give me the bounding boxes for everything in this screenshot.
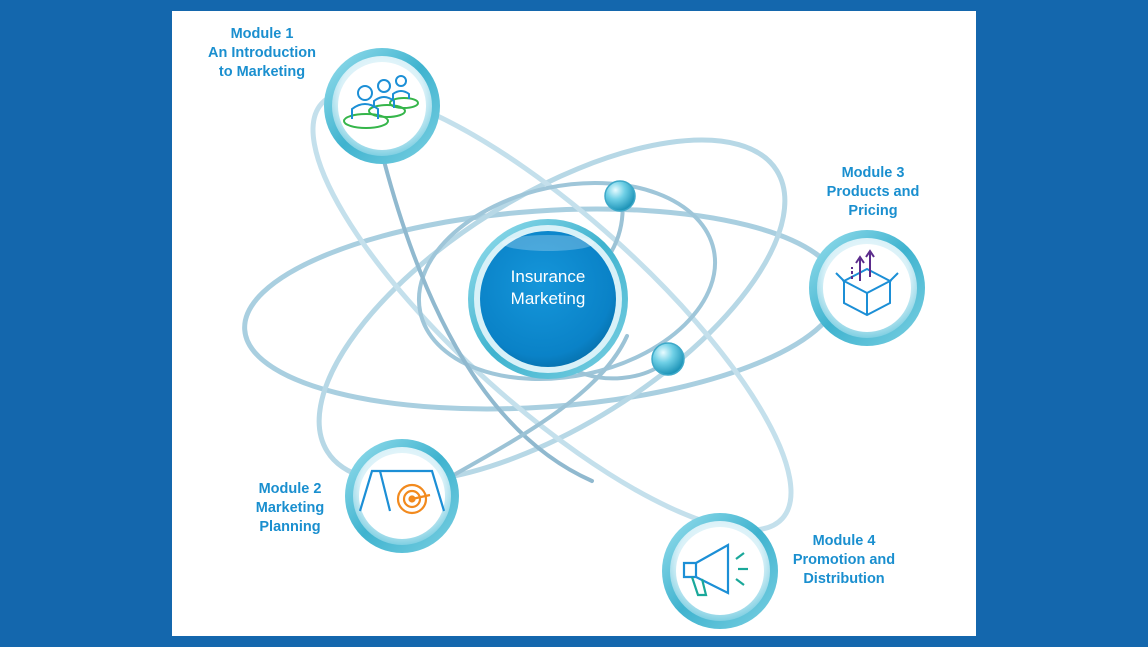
module-3-title: Module 3: [841, 165, 905, 181]
module-1-title: Module 1: [230, 26, 294, 42]
orbit-ball-bottom: [651, 342, 685, 376]
module-2-title: Module 2: [258, 481, 322, 497]
module-2-line1: Marketing: [255, 500, 325, 516]
module-3-node[interactable]: [809, 230, 925, 346]
spoke-module2: [450, 334, 629, 478]
spoke-module1: [382, 159, 594, 483]
center-title: Insurance Marketing: [468, 266, 628, 310]
center-title-line1: Insurance: [510, 267, 586, 286]
module-3-line2: Pricing: [848, 203, 898, 219]
module-4-line2: Distribution: [803, 571, 885, 587]
module-2-line2: Planning: [259, 519, 321, 535]
module-1-line1: An Introduction: [208, 45, 316, 61]
center-node: [468, 219, 628, 379]
module-2-node[interactable]: [345, 439, 459, 553]
module-1-line2: to Marketing: [218, 64, 306, 80]
orbit-diagonal-a: [316, 137, 788, 485]
people-group-icon: [343, 75, 419, 129]
module-1-node[interactable]: [324, 48, 440, 164]
module-3-line1: Products and: [826, 184, 920, 200]
megaphone-icon: [682, 543, 748, 597]
module-4-title: Module 4: [812, 533, 876, 549]
module-4-label[interactable]: Module 4 Promotion and Distribution: [784, 532, 904, 589]
module-4-node[interactable]: [662, 513, 778, 629]
module-1-label[interactable]: Module 1 An Introduction to Marketing: [202, 25, 322, 82]
target-easel-icon: [358, 469, 446, 515]
orbit-ball-top: [604, 180, 636, 212]
atom-diagram: [242, 48, 925, 629]
box-arrows-icon: [835, 249, 899, 317]
slide-canvas: Insurance Marketing Module 1 An Introduc…: [172, 11, 976, 636]
module-4-line1: Promotion and: [792, 552, 896, 568]
orbit-lines: [242, 89, 842, 533]
center-title-line2: Marketing: [510, 289, 586, 308]
module-2-label[interactable]: Module 2 Marketing Planning: [240, 480, 340, 537]
module-3-label[interactable]: Module 3 Products and Pricing: [814, 164, 932, 221]
